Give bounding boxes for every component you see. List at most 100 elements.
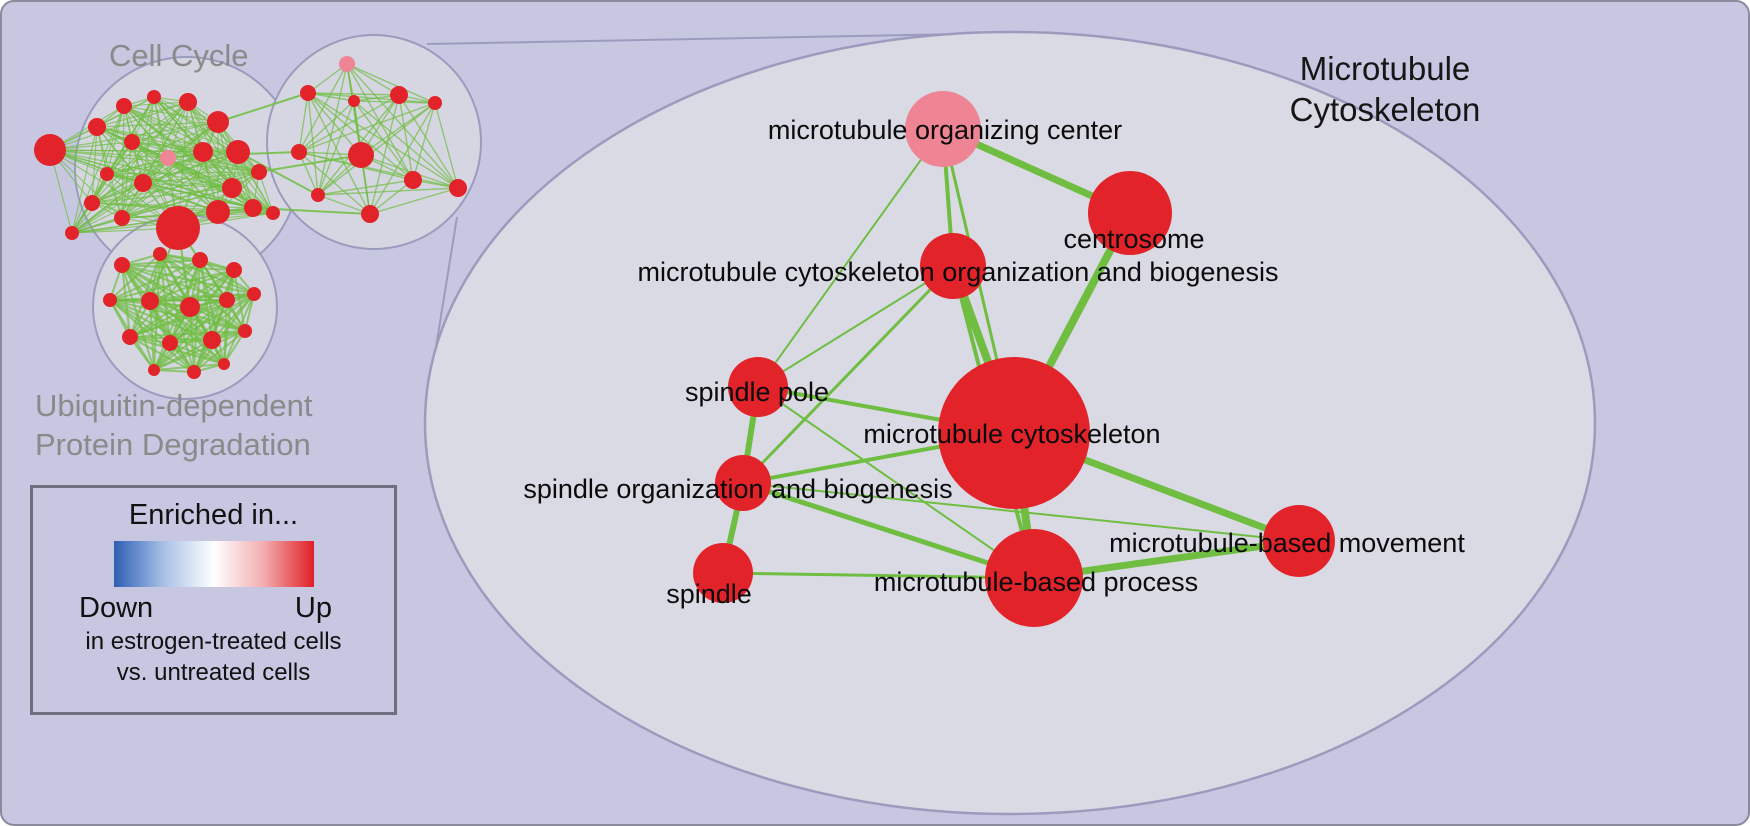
overview-edge	[129, 336, 195, 373]
overview-edge	[353, 100, 414, 181]
cluster-label-ubiquitin-line1: Ubiquitin-dependent	[35, 388, 313, 423]
overview-node	[147, 90, 161, 104]
overview-node	[339, 56, 355, 72]
legend-title: Enriched in...	[128, 499, 299, 531]
overview-edge	[298, 102, 436, 153]
overview-bridge-edge	[241, 151, 300, 155]
overview-node	[348, 142, 374, 168]
overview-edge	[121, 264, 228, 301]
overview-node	[266, 206, 280, 220]
overview-edge	[106, 121, 219, 175]
overview-edge	[109, 299, 246, 332]
overview-edge	[317, 100, 355, 196]
overview-edge	[307, 92, 414, 181]
overview-edge	[106, 105, 125, 175]
overview-edge	[346, 63, 436, 104]
overview-edge	[149, 259, 201, 302]
overview-node	[226, 140, 250, 164]
overview-edge	[109, 259, 201, 301]
node-label-mbm: microtubule-based movement	[1109, 528, 1465, 558]
overview-node	[291, 144, 307, 160]
overview-node	[65, 226, 79, 240]
overview-edge	[298, 100, 355, 153]
overview-edge	[131, 121, 219, 143]
overview-edge	[71, 157, 169, 234]
overview-edge	[131, 141, 239, 153]
overview-edge	[91, 101, 189, 204]
overview-node	[238, 324, 252, 338]
edge-spindle-mbp	[721, 571, 1036, 580]
overview-edge	[153, 96, 239, 153]
overview-edge	[369, 187, 459, 215]
overview-node	[180, 297, 200, 317]
node-mcob	[920, 233, 986, 299]
magnifier-callout-line	[435, 216, 458, 348]
overview-edge	[360, 102, 436, 156]
cluster-label-microtubule-line2: Cytoskeleton	[1289, 91, 1481, 128]
node-sob	[715, 455, 771, 511]
overview-node	[218, 358, 230, 370]
overview-edge	[298, 151, 371, 215]
overview-node	[103, 293, 117, 307]
overview-edge	[398, 94, 414, 181]
overview-edge	[121, 96, 155, 219]
overview-edge	[109, 269, 235, 301]
overview-node	[226, 262, 242, 278]
edge-mcob-sob	[741, 264, 955, 485]
overview-node	[84, 195, 100, 211]
overview-edge	[129, 330, 246, 338]
overview-edge	[131, 141, 219, 213]
overview-node	[207, 111, 229, 133]
overview-edge	[317, 179, 414, 196]
node-mbm	[1263, 505, 1335, 577]
overview-edge	[298, 63, 348, 153]
edge-moc-spindle_pole	[757, 128, 944, 388]
overview-node	[100, 167, 114, 181]
overview-edge	[298, 94, 400, 153]
overview-node	[251, 164, 267, 180]
cluster-label-microtubule-line1: Microtubule	[1299, 50, 1471, 87]
legend-subtitle-line1: in estrogen-treated cells	[85, 628, 342, 655]
overview-node	[449, 179, 467, 197]
cluster-label-cell-cycle: Cell Cycle	[109, 38, 249, 73]
overview-edge	[317, 194, 371, 215]
overview-node	[311, 188, 325, 202]
overview-node	[206, 200, 230, 224]
node-label-mbp: microtubule-based process	[874, 567, 1198, 597]
overview-edge	[353, 100, 459, 189]
overview-edge	[91, 105, 125, 204]
edge-spindle_pole-mbp	[757, 386, 1035, 579]
overview-node	[179, 93, 197, 111]
overview-node	[247, 287, 261, 301]
overview-edge	[106, 151, 204, 175]
node-moc	[905, 91, 981, 167]
node-spindle_pole	[728, 357, 788, 417]
overview-edge	[398, 94, 459, 189]
overview-edge	[167, 101, 189, 159]
legend-down-label: Down	[79, 592, 154, 624]
overview-edge	[91, 126, 98, 204]
node-label-mcob: microtubule cytoskeleton organization an…	[638, 257, 1279, 287]
overview-edge	[298, 151, 459, 189]
overview-node	[300, 85, 316, 101]
edge-mcob-spindle_pole	[757, 265, 954, 388]
overview-bridge-edge	[237, 151, 319, 196]
overview-node	[114, 210, 130, 226]
overview-edge	[360, 154, 459, 189]
overview-edge	[106, 171, 260, 175]
overview-edge	[131, 101, 189, 143]
overview-node	[153, 247, 167, 261]
overview-node	[219, 292, 235, 308]
node-label-spindle: spindle	[666, 579, 752, 609]
overview-node	[148, 364, 160, 376]
overview-edge	[346, 63, 400, 96]
overview-edge	[369, 102, 436, 215]
overview-edge	[369, 94, 400, 215]
overview-edge	[153, 363, 225, 371]
overview-edge	[91, 171, 260, 204]
overview-edge	[71, 217, 123, 234]
overview-node	[134, 174, 152, 192]
overview-edge	[121, 151, 204, 219]
